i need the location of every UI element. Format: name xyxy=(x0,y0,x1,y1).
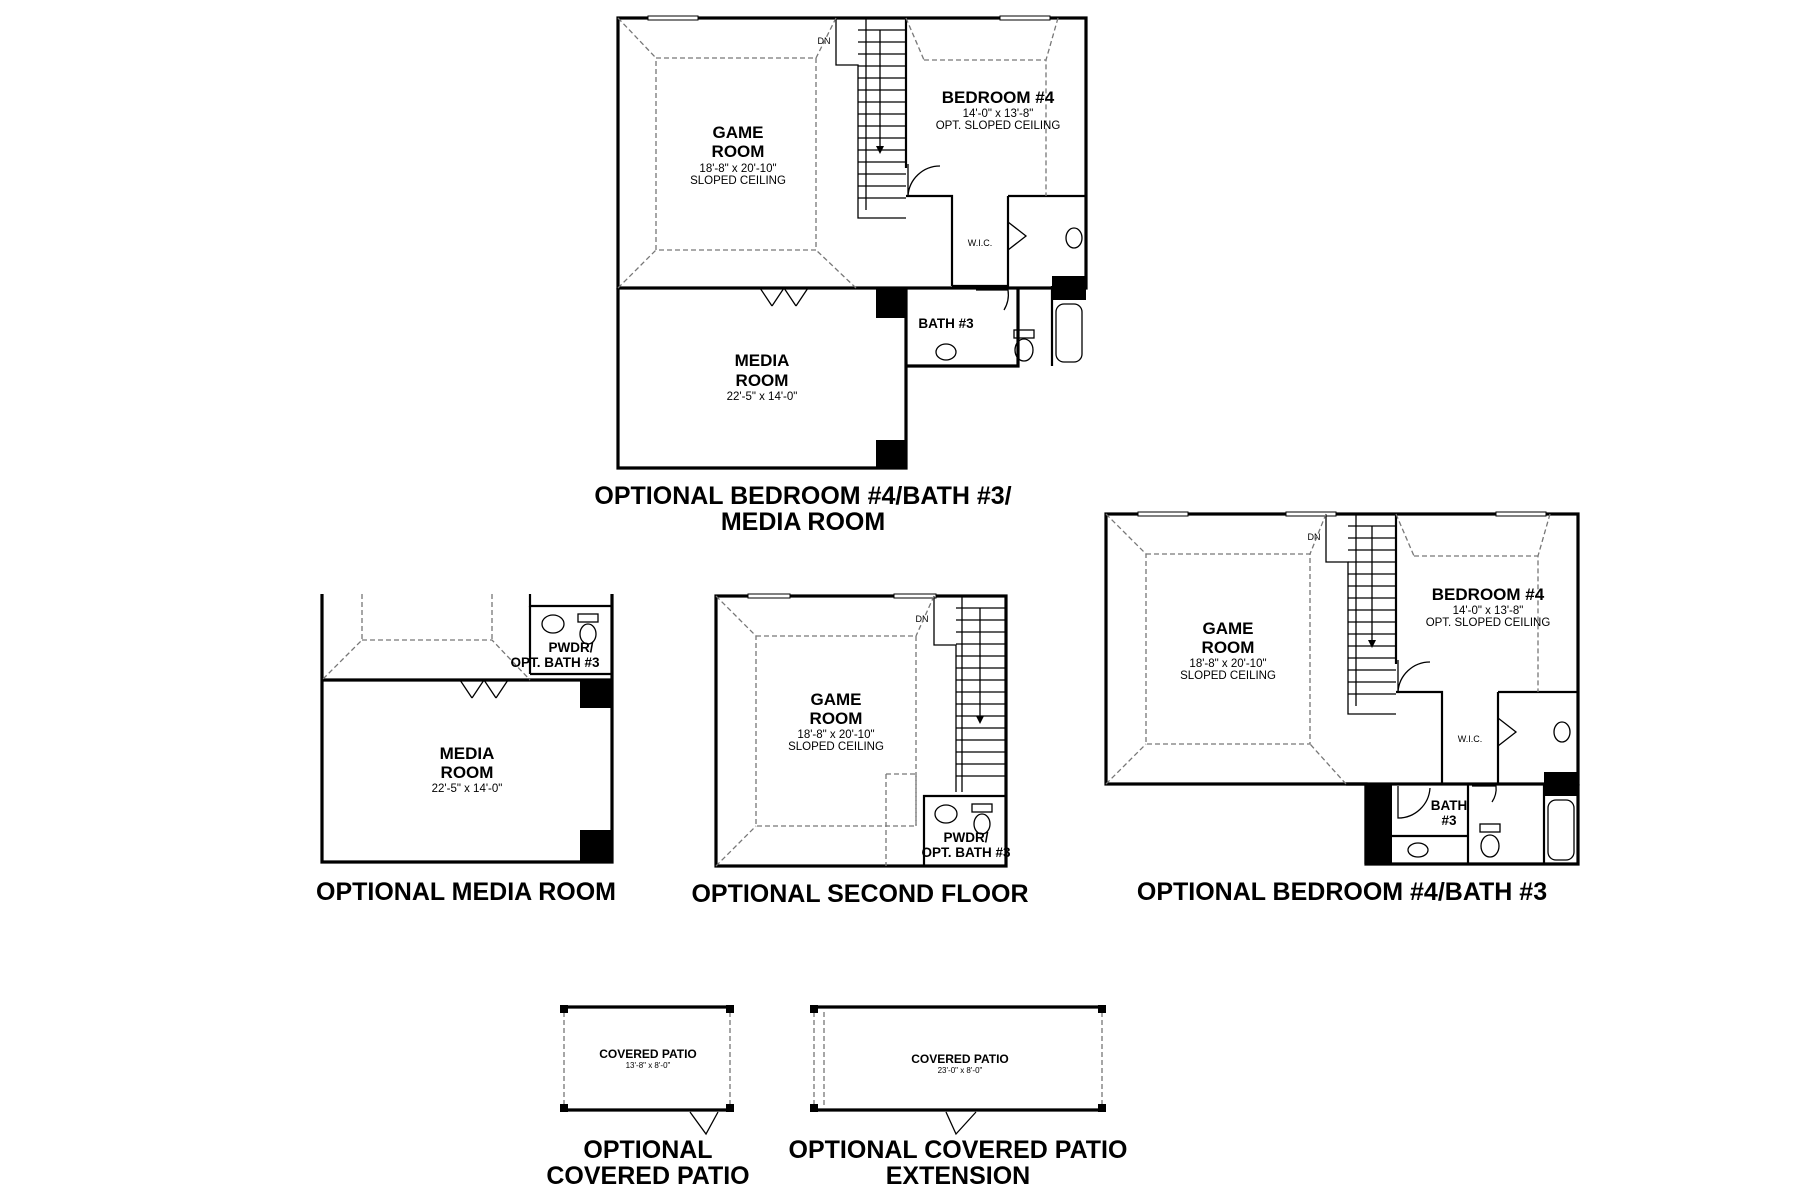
upper-wall-outline xyxy=(616,16,1088,290)
game-room-label-2: ROOM xyxy=(712,142,765,161)
plan-title-line2: EXTENSION xyxy=(886,1162,1030,1190)
game-room-label-2: ROOM xyxy=(1202,638,1255,657)
bedroom-dims: 14'-0" x 13'-8" xyxy=(1453,605,1524,617)
game-room-dims: 18'-8" x 20'-10" xyxy=(1189,658,1266,670)
plan-title-line1: OPTIONAL BEDROOM #4/BATH #3/ xyxy=(594,482,1011,510)
game-room-note: SLOPED CEILING xyxy=(690,175,786,187)
bath-label-1: BATH xyxy=(1431,798,1468,813)
wic-wall xyxy=(906,194,954,286)
game-room-dims: 18'-8" x 20'-10" xyxy=(699,163,776,175)
plan-covered-patio: COVERED PATIO 13'-8" x 8'-0" OPTIONAL CO… xyxy=(546,1005,750,1190)
plan-bedroom-bath: DN GAME ROOM 18'-8" x 20'-10" SLOPED CEI… xyxy=(1104,511,1580,906)
bedroom-label: BEDROOM #4 xyxy=(1432,585,1545,604)
game-room-label-1: GAME xyxy=(811,690,862,709)
media-room-dims: 22'-5" x 14'-0" xyxy=(432,783,503,795)
patio-dims: 23'-0" x 8'-0" xyxy=(938,1066,983,1075)
bath-label: BATH #3 xyxy=(918,316,974,331)
stairs: DN xyxy=(1308,514,1396,715)
game-room-note: SLOPED CEILING xyxy=(788,741,884,753)
media-room-walls xyxy=(320,594,614,864)
plan-title: OPTIONAL MEDIA ROOM xyxy=(316,878,616,906)
media-room-label-2: ROOM xyxy=(736,371,789,390)
game-room-label-1: GAME xyxy=(1203,619,1254,638)
powder-label-1: PWDR/ xyxy=(944,830,989,845)
plan-patio-extension: COVERED PATIO 23'-0" x 8'-0" OPTIONAL CO… xyxy=(789,1005,1128,1190)
bedroom-note: OPT. SLOPED CEILING xyxy=(1426,617,1551,629)
game-room-dims: 18'-8" x 20'-10" xyxy=(797,729,874,741)
plan-bedroom-bath-media: DN GAME ROOM 18'-8" x 20'-10" SLOPED CEI… xyxy=(594,15,1088,536)
plan-title-line2: MEDIA ROOM xyxy=(721,508,885,536)
patio-dims: 13'-8" x 8'-0" xyxy=(626,1061,671,1070)
powder-label-2: OPT. BATH #3 xyxy=(510,655,600,670)
game-room-note: SLOPED CEILING xyxy=(1180,670,1276,682)
stairs: DN xyxy=(916,596,1006,792)
stair-down-label: DN xyxy=(1308,532,1321,542)
plan-second-floor: DN PWDR/ OPT. BATH #3 GAME ROOM 18'-8" x… xyxy=(691,593,1029,908)
plan-title: OPTIONAL SECOND FLOOR xyxy=(691,880,1028,908)
bath-wall xyxy=(906,288,1020,368)
stairs: DN xyxy=(818,18,906,219)
media-room-label-1: MEDIA xyxy=(735,351,790,370)
patio-label: COVERED PATIO xyxy=(911,1052,1009,1066)
stair-down-label: DN xyxy=(916,614,929,624)
media-room-label-2: ROOM xyxy=(441,763,494,782)
game-room-label-1: GAME xyxy=(713,123,764,142)
bedroom-label: BEDROOM #4 xyxy=(942,88,1055,107)
second-floor-outline xyxy=(714,594,1008,868)
media-room-walls xyxy=(616,288,908,470)
media-room-dims: 22'-5" x 14'-0" xyxy=(727,391,798,403)
wic-south-wall xyxy=(952,196,1010,288)
plan-title-line1: OPTIONAL xyxy=(583,1136,712,1164)
plan-title-line2: COVERED PATIO xyxy=(546,1162,749,1190)
game-room-label-2: ROOM xyxy=(810,709,863,728)
plan-title: OPTIONAL BEDROOM #4/BATH #3 xyxy=(1137,878,1547,906)
patio-label: COVERED PATIO xyxy=(599,1047,697,1061)
powder-label-2: OPT. BATH #3 xyxy=(921,845,1011,860)
bath-label-2: #3 xyxy=(1441,813,1457,828)
game-room-outline xyxy=(1104,512,1580,786)
powder-label-1: PWDR/ xyxy=(549,640,594,655)
plan-media-room: PWDR/ OPT. BATH #3 MEDIA ROOM 22'-5" x 1… xyxy=(316,594,616,906)
plan-title-line1: OPTIONAL COVERED PATIO xyxy=(789,1136,1128,1164)
wic-label: W.I.C. xyxy=(968,238,993,248)
media-room-label-1: MEDIA xyxy=(440,744,495,763)
bedroom-note: OPT. SLOPED CEILING xyxy=(936,120,1061,132)
bedroom-dims: 14'-0" x 13'-8" xyxy=(963,108,1034,120)
wic-label: W.I.C. xyxy=(1458,734,1483,744)
